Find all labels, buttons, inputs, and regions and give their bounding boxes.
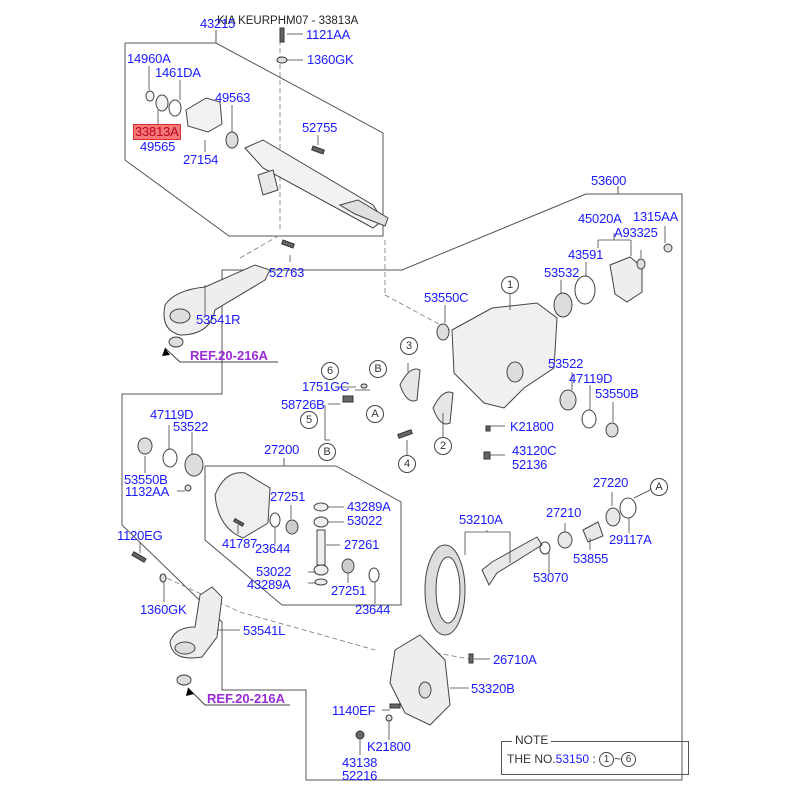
part-label-53550B[interactable]: 53550B [595,386,639,401]
group-outline-27200 [204,465,402,606]
part-label-1120EG[interactable]: 1120EG [117,528,163,543]
part-label-53522[interactable]: 53522 [173,419,209,434]
callout-a-right: A [650,478,668,496]
part-label-27251[interactable]: 27251 [331,583,367,598]
group-label-27200[interactable]: 27200 [264,442,300,457]
part-label-K21800[interactable]: K21800 [510,419,554,434]
part-label-1461DA[interactable]: 1461DA [155,65,201,80]
part-label-14960A[interactable]: 14960A [127,51,171,66]
part-label-1121AA[interactable]: 1121AA [306,27,351,42]
note-title: NOTE [512,733,552,747]
part-label-52136[interactable]: 52136 [512,457,548,472]
part-label-27154[interactable]: 27154 [183,152,219,167]
part-label-53855[interactable]: 53855 [573,551,609,566]
part-label-45020A[interactable]: 45020A [578,211,622,226]
part-label-27210[interactable]: 27210 [546,505,582,520]
part-label-23644[interactable]: 23644 [355,602,391,617]
note-range-start: 1 [599,752,615,768]
part-label-53550B[interactable]: 53550B [124,472,168,487]
group-label-43215[interactable]: 43215 [200,16,236,31]
part-label-27261[interactable]: 27261 [344,537,380,552]
part-label-53022[interactable]: 53022 [256,564,292,579]
part-label-41787[interactable]: 41787 [222,536,258,551]
part-label-29117A[interactable]: 29117A [609,532,652,547]
part-label-52763[interactable]: 52763 [269,265,305,280]
callout-4: 4 [398,455,416,473]
part-label-53532[interactable]: 53532 [544,265,580,280]
part-label-53022[interactable]: 53022 [347,513,383,528]
differential-case-drawing [214,472,380,586]
note-range-sep: ~ [614,752,622,766]
part-label-A93325[interactable]: A93325 [614,225,658,240]
note-range-end: 6 [621,752,637,768]
part-label-1751GC[interactable]: 1751GC [302,379,350,394]
part-label-27220[interactable]: 27220 [593,475,629,490]
drive-shaft-drawing [145,90,389,229]
part-label-47119D[interactable]: 47119D [150,407,194,422]
carrier-housing-drawing [436,243,673,438]
callout-b-bottom: B [318,443,336,461]
part-label-1360GK[interactable]: 1360GK [307,52,354,67]
mount-arm-right-drawing [163,264,271,348]
diagram-title: KIA KEURPHM07 - 33813A [217,15,359,27]
part-label-1140EF[interactable]: 1140EF [332,703,376,718]
part-label-49563[interactable]: 49563 [215,90,251,105]
part-label-47119D[interactable]: 47119D [569,371,613,386]
part-label-53522[interactable]: 53522 [548,356,584,371]
part-label-53320B[interactable]: 53320B [471,681,515,696]
part-label-52216[interactable]: 52216 [342,768,378,783]
part-label-53541L[interactable]: 53541L [243,623,286,638]
reference-link-bottom[interactable]: REF.20-216A [207,691,286,706]
rear-cover-drawing [389,634,451,726]
part-label-52755[interactable]: 52755 [302,120,338,135]
callout-b-top: B [369,360,387,378]
part-label-33813A-highlighted[interactable]: 33813A [133,124,181,140]
part-label-43289A[interactable]: 43289A [247,577,291,592]
part-label-53550C[interactable]: 53550C [424,290,469,305]
callout-1: 1 [501,276,519,294]
note-text: THE NO.53150 : 1~6 [507,752,637,768]
callout-6: 6 [321,362,339,380]
part-label-58726B[interactable]: 58726B [281,397,325,412]
note-separator: : [589,752,600,766]
note-box [501,741,689,775]
part-label-43591[interactable]: 43591 [568,247,604,262]
callout-3: 3 [400,337,418,355]
callout-2: 2 [434,437,452,455]
part-label-1360GK[interactable]: 1360GK [140,602,187,617]
part-label-1315AA[interactable]: 1315AA [633,209,679,224]
callout-5: 5 [300,411,318,429]
part-label-53210A[interactable]: 53210A [459,512,503,527]
group-label-53600[interactable]: 53600 [591,173,627,188]
part-label-49565[interactable]: 49565 [140,139,176,154]
reference-link-top[interactable]: REF.20-216A [190,348,269,363]
ring-pinion-gear-drawing [424,497,637,636]
part-label-26710A[interactable]: 26710A [493,652,537,667]
part-label-43289A[interactable]: 43289A [347,499,391,514]
note-prefix: THE NO. [507,752,556,766]
part-label-K21800[interactable]: K21800 [367,739,411,754]
part-label-53070[interactable]: 53070 [533,570,569,585]
callout-a-left: A [366,405,384,423]
group-outline-53600 [121,193,683,781]
part-label-43120C[interactable]: 43120C [512,443,557,458]
mount-arm-left-drawing [169,586,223,686]
part-label-23644[interactable]: 23644 [255,541,291,556]
part-label-53541R[interactable]: 53541R [196,312,241,327]
part-label-1132AA[interactable]: 1132AA [125,484,170,499]
note-part-number[interactable]: 53150 [555,752,590,766]
part-label-27251[interactable]: 27251 [270,489,306,504]
part-label-43138[interactable]: 43138 [342,755,378,770]
